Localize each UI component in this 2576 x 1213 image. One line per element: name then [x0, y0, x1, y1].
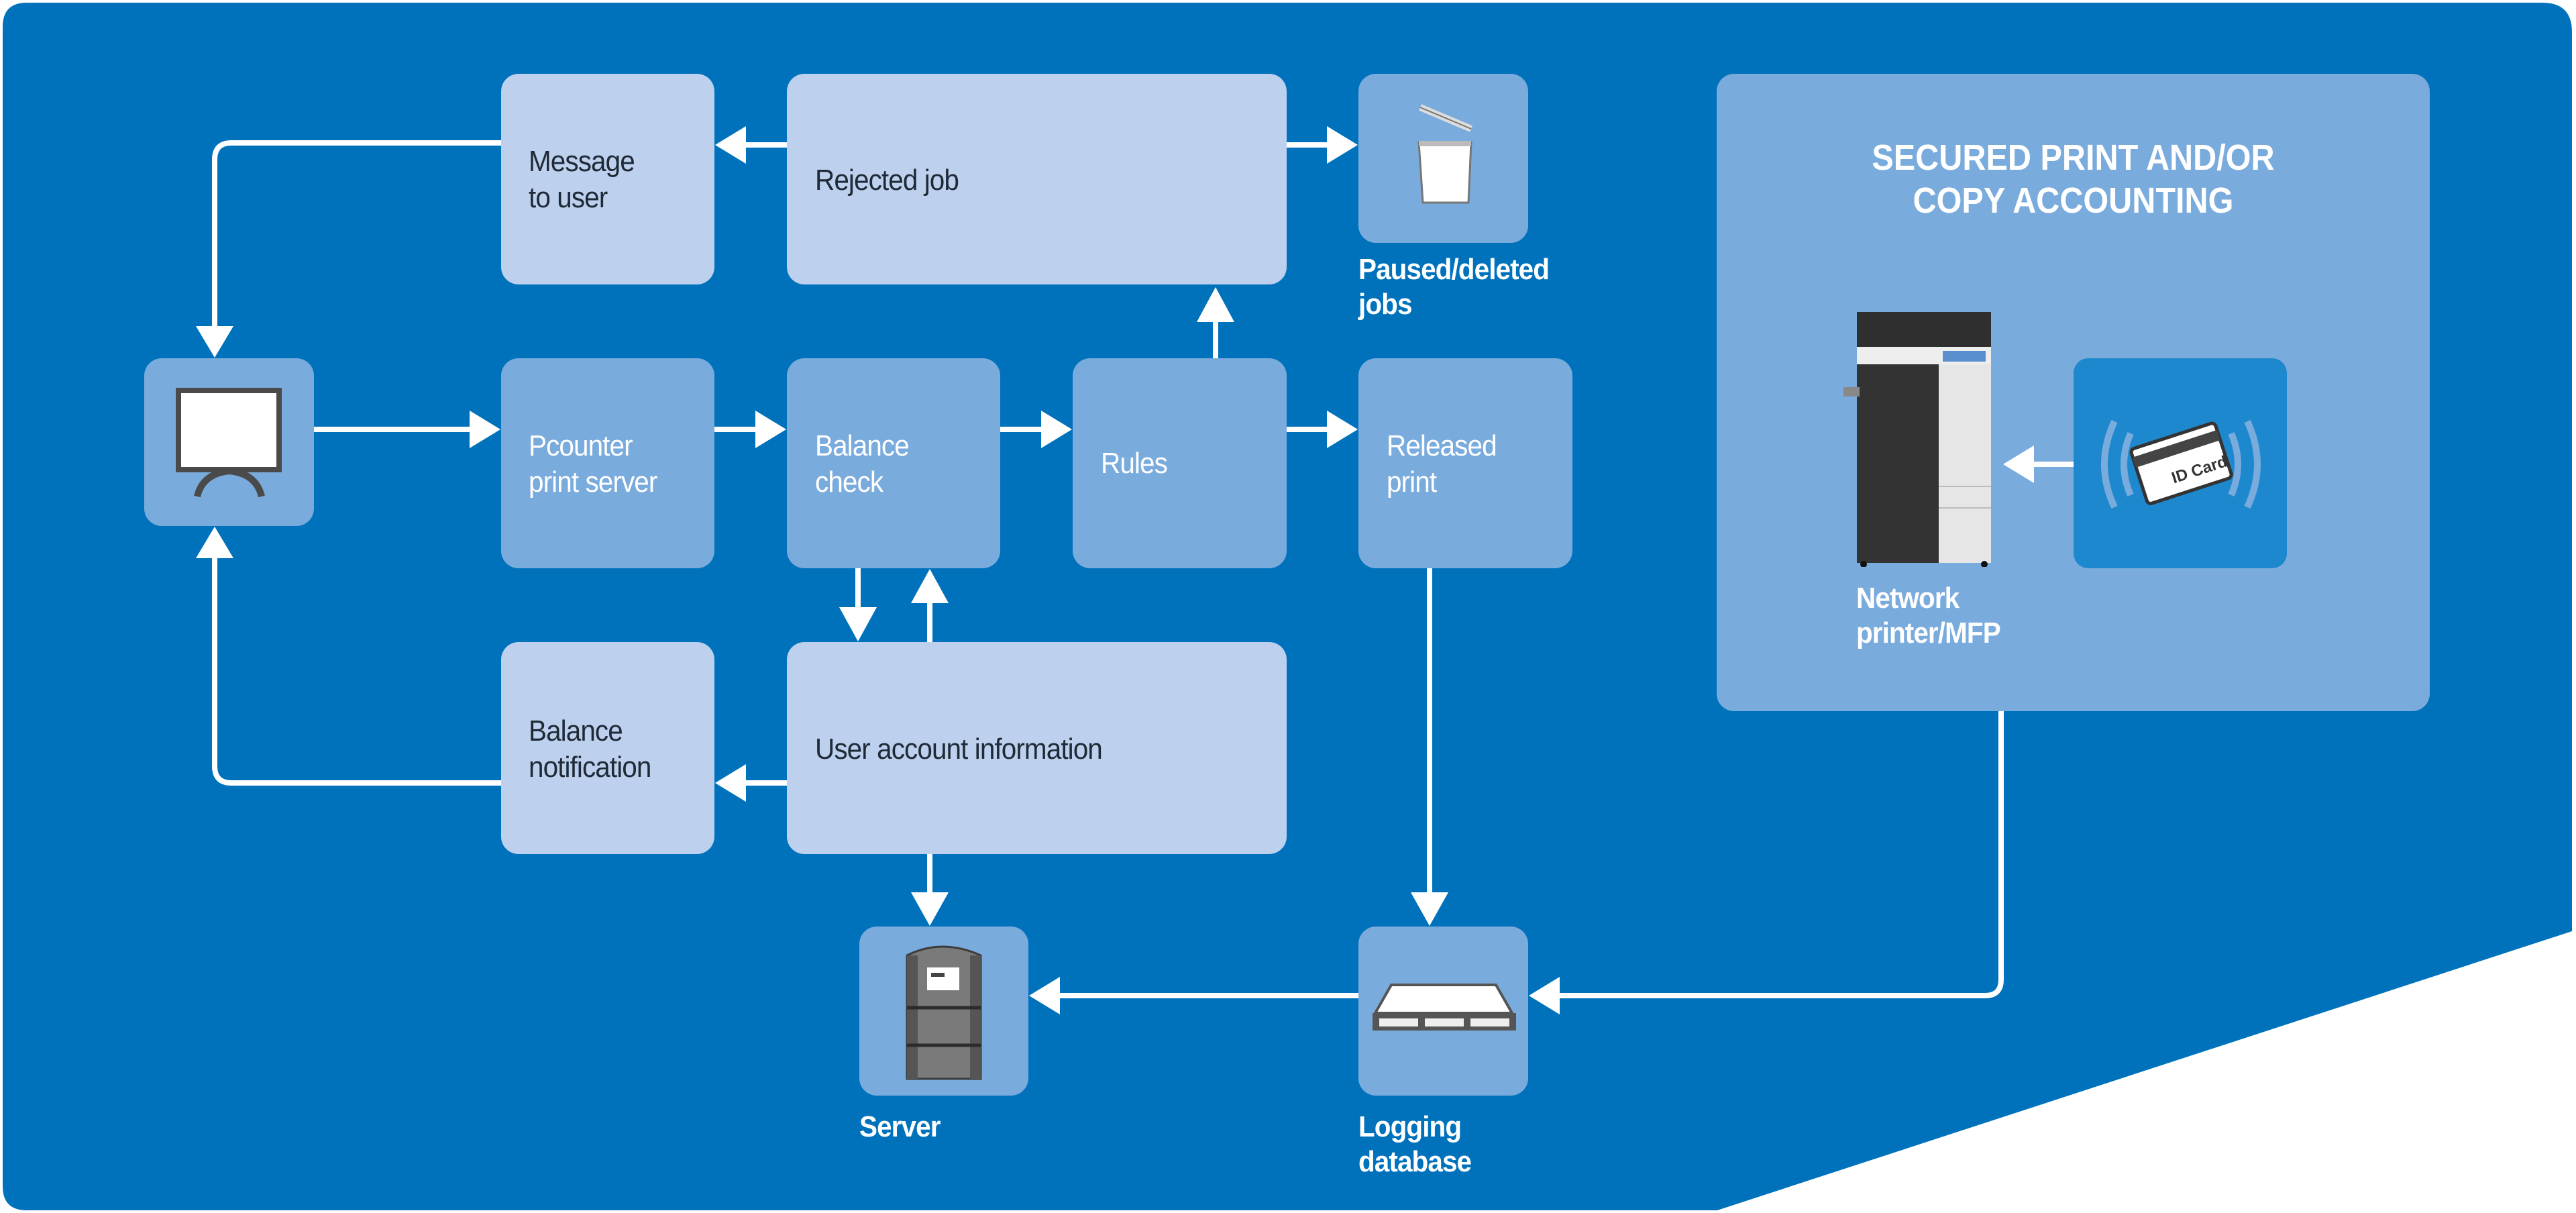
trash-icon	[1417, 104, 1472, 204]
monitor-icon	[176, 388, 282, 498]
message-to-user-label: Message to user	[529, 144, 635, 216]
message-to-user-node	[501, 74, 714, 284]
label-line: check	[815, 466, 883, 498]
rejected-job-label: Rejected job	[815, 164, 959, 197]
label-line: Balance	[529, 715, 623, 747]
server-caption: Server	[859, 1110, 941, 1143]
pcounter-label: Pcounter print server	[529, 428, 657, 500]
label-line: print server	[529, 466, 657, 498]
printer-caption: Network printer/MFP	[1856, 581, 2001, 651]
rules-label: Rules	[1101, 447, 1168, 480]
panel-title: SECURED PRINT AND/OR COPY ACCOUNTING	[1752, 136, 2394, 222]
balance-check-node	[787, 358, 1000, 568]
label-line: Pcounter	[529, 429, 633, 462]
released-print-node	[1358, 358, 1572, 568]
label-line: Released	[1387, 429, 1497, 462]
panel-title-line2: COPY ACCOUNTING	[1913, 180, 2234, 221]
label-line: notification	[529, 751, 651, 784]
paused-deleted-caption: Paused/deleted jobs	[1358, 252, 1550, 322]
released-print-label: Released print	[1387, 428, 1497, 500]
user-account-label: User account information	[815, 733, 1103, 766]
label-line: Balance	[815, 429, 910, 462]
caption-line: printer/MFP	[1856, 617, 2001, 649]
label-line: Message	[529, 145, 635, 178]
rack-server-icon	[1373, 984, 1516, 1031]
caption-line: database	[1358, 1145, 1472, 1178]
user-account-node	[787, 642, 1287, 854]
caption-line: Logging	[1358, 1110, 1462, 1143]
secured-print-panel	[1717, 74, 2430, 711]
server-tower-icon	[906, 945, 982, 1080]
balance-notification-node	[501, 642, 714, 854]
panel-title-line1: SECURED PRINT AND/OR	[1872, 138, 2275, 178]
logging-db-caption: Logging database	[1358, 1110, 1472, 1179]
rejected-job-node	[787, 74, 1287, 284]
balance-notification-label: Balance notification	[529, 713, 651, 786]
pcounter-node	[501, 358, 714, 568]
caption-line: jobs	[1358, 288, 1412, 321]
balance-check-label: Balance check	[815, 428, 910, 500]
caption-line: Paused/deleted	[1358, 253, 1550, 286]
label-line: print	[1387, 466, 1437, 498]
mfp-printer-icon	[1843, 312, 1991, 567]
label-line: to user	[529, 181, 608, 214]
caption-line: Network	[1856, 582, 1960, 615]
id-card-icon: ID Card	[2101, 419, 2261, 509]
rules-node	[1073, 358, 1287, 568]
